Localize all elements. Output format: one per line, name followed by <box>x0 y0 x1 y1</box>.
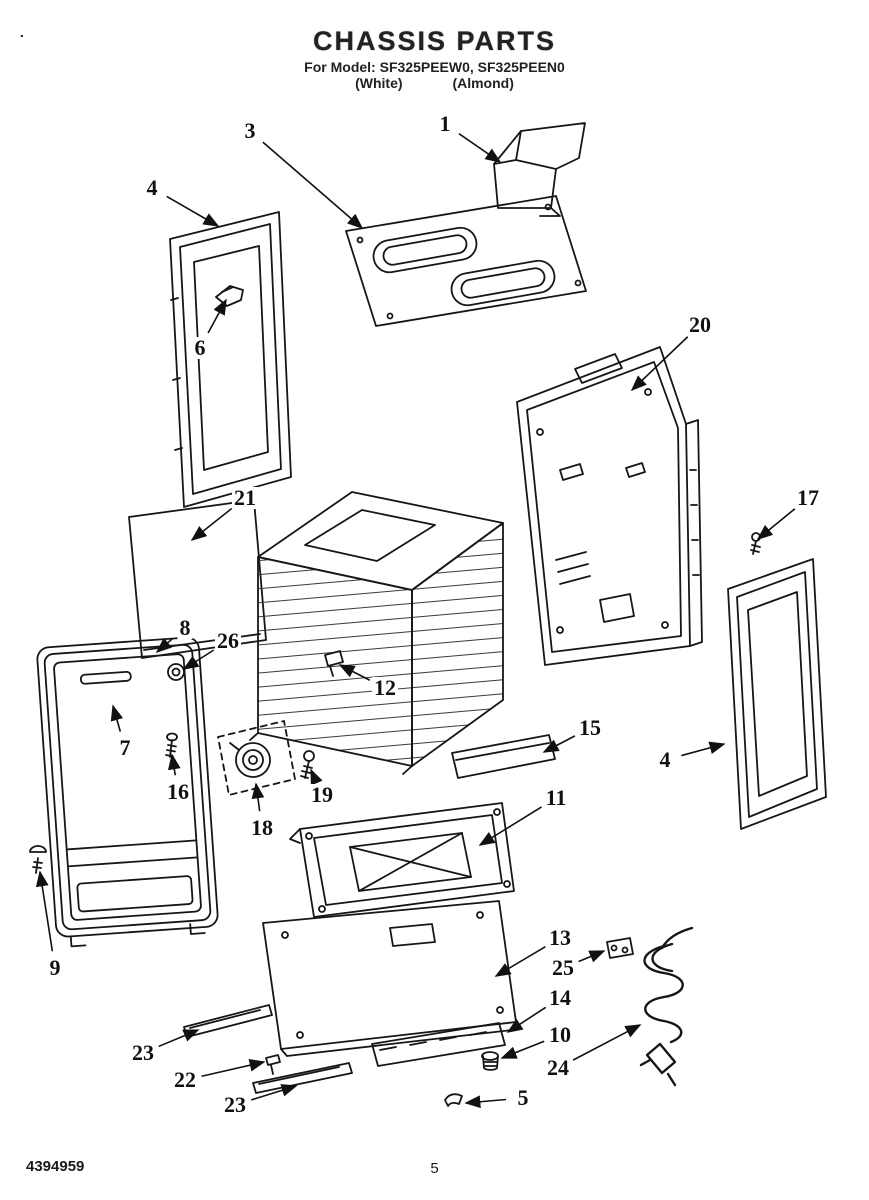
leader-lines <box>35 133 796 1109</box>
callout-3: 3 <box>242 118 258 143</box>
leader-line-10 <box>500 1040 545 1059</box>
part-side-rail <box>451 734 556 779</box>
color-almond-label: (Almond) <box>452 75 514 92</box>
callout-10: 10 <box>547 1022 573 1047</box>
callout-18: 18 <box>249 815 275 840</box>
part-bracket-6 <box>215 285 244 307</box>
leader-line-4 <box>681 741 726 757</box>
callout-13: 13 <box>547 925 573 950</box>
part-drawer-pan <box>289 802 515 918</box>
leader-line-14 <box>506 1006 547 1033</box>
part-vent-duct <box>493 122 586 217</box>
part-screw-19 <box>300 750 315 779</box>
leader-line-9 <box>35 870 54 952</box>
color-line: (White) (Almond) <box>0 75 869 91</box>
leader-line-18 <box>251 782 265 812</box>
leader-line-12 <box>338 664 371 681</box>
part-rear-panel <box>516 346 703 666</box>
callout-24: 24 <box>545 1055 571 1080</box>
leader-line-23 <box>250 1084 298 1101</box>
part-screw-17 <box>750 532 761 555</box>
part-clip-22 <box>265 1054 281 1075</box>
color-white-label: (White) <box>355 75 403 92</box>
leader-line-11 <box>478 806 542 846</box>
leader-line-17 <box>756 508 796 541</box>
leader-line-22 <box>201 1058 266 1078</box>
page-number: 5 <box>430 1160 439 1177</box>
leader-line-20 <box>630 336 689 392</box>
callout-4: 4 <box>144 175 160 200</box>
doc-number: 4394959 <box>26 1158 85 1175</box>
callout-22: 22 <box>172 1067 198 1092</box>
callout-16: 16 <box>165 779 191 804</box>
callout-1: 1 <box>437 111 453 136</box>
part-screw-16 <box>165 732 178 758</box>
part-left-side-panel <box>169 211 292 508</box>
part-pressure-regulator <box>217 720 296 796</box>
part-clip-5 <box>444 1093 463 1107</box>
callout-11: 11 <box>543 785 569 810</box>
leader-line-13 <box>494 945 546 977</box>
leader-line-6 <box>207 298 227 334</box>
stray-mark: . <box>20 24 24 40</box>
leader-line-24 <box>572 1024 642 1061</box>
part-grommet <box>481 1051 499 1071</box>
leader-line-4 <box>166 195 220 227</box>
header: CHASSIS PARTS For Model: SF325PEEW0, SF3… <box>0 26 869 91</box>
leader-line-16 <box>167 753 181 776</box>
callout-20: 20 <box>687 312 713 337</box>
callout-21: 21 <box>232 485 258 510</box>
leader-line-19 <box>310 768 323 786</box>
leader-line-3 <box>262 141 364 230</box>
callout-17: 17 <box>795 485 821 510</box>
part-leveling-bolt <box>29 845 47 874</box>
part-bracket-25 <box>606 937 634 959</box>
callout-14: 14 <box>547 985 573 1010</box>
leader-line-15 <box>542 735 576 753</box>
model-line: For Model: SF325PEEW0, SF325PEEN0 <box>304 59 565 76</box>
part-oven-door <box>36 636 219 948</box>
callout-23: 23 <box>130 1040 156 1065</box>
part-plug-button <box>167 663 185 681</box>
part-front-rail <box>371 1022 506 1067</box>
page-title: CHASSIS PARTS <box>312 26 557 56</box>
callout-23: 23 <box>222 1092 248 1117</box>
callout-26: 26 <box>215 628 241 653</box>
part-top-panel <box>345 195 587 327</box>
leader-line-21 <box>190 507 233 541</box>
callout-15: 15 <box>577 715 603 740</box>
callout-12: 12 <box>372 675 398 700</box>
part-trim-strip-b <box>252 1062 353 1094</box>
callout-4: 4 <box>657 747 673 772</box>
callout-7: 7 <box>117 735 133 760</box>
leader-line-26 <box>182 649 215 670</box>
callout-19: 19 <box>309 782 335 807</box>
part-oven-cavity <box>249 491 504 775</box>
leader-line-1 <box>458 133 502 163</box>
callout-25: 25 <box>550 955 576 980</box>
leader-line-7 <box>110 704 124 732</box>
leader-line-5 <box>464 1095 507 1109</box>
part-clip-12 <box>324 650 344 677</box>
part-power-cord <box>639 926 694 1087</box>
leader-line-8 <box>155 637 173 654</box>
callout-9: 9 <box>47 955 63 980</box>
leader-line-23 <box>158 1029 200 1048</box>
callout-8: 8 <box>177 615 193 640</box>
callout-6: 6 <box>192 335 208 360</box>
leader-line-25 <box>578 950 606 963</box>
part-right-side-panel <box>727 558 827 830</box>
part-insulation-sheet <box>128 499 267 659</box>
callout-5: 5 <box>515 1085 531 1110</box>
part-trim-strip-a <box>183 1004 273 1038</box>
